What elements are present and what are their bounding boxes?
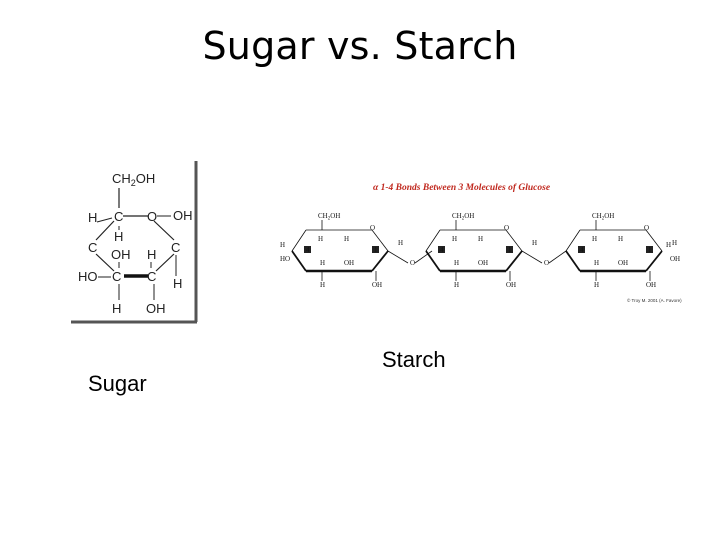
oh-label: OH [670,255,680,263]
ring-oxygen: O [370,224,375,232]
h-label: H [618,235,623,243]
ring-bond [505,229,523,252]
ring-oxygen: O [504,224,509,232]
h-label: H [344,235,349,243]
ring-bond [521,250,543,264]
h-label: H [592,235,597,243]
carbon-1-badge [372,246,379,253]
h-label: H [452,235,457,243]
h-label: H [280,241,285,249]
ring-bond [548,250,567,264]
h-label: H [88,210,97,225]
ch2oh-label: CH2OH [112,171,155,188]
ring-bond [565,229,581,252]
h-label: H [454,259,459,267]
ring-bond [155,253,175,272]
ring-bond [371,250,389,272]
h-label: H [478,235,483,243]
oh-label: OH [618,259,628,267]
ring-bond [565,250,581,272]
carbon-1-badge [646,246,653,253]
h-label: H [398,239,403,247]
oh-label: OH [146,301,166,316]
substituent-bond [96,217,113,223]
sugar-caption: Sugar [88,371,147,396]
ring-carbon: C [88,240,97,255]
ch2oh-label: CH2OH [592,212,614,222]
ring-bond [425,229,441,252]
carbon-1-badge [506,246,513,253]
h-label: H [594,259,599,267]
ring-bond [387,250,409,264]
ring-bond [425,250,441,272]
carbon-4-label: 4 [306,246,310,254]
carbon-1-label: 1 [648,246,652,254]
carbon-1-label: 1 [508,246,512,254]
oh-label: OH [478,259,488,267]
ho-label: HO [78,269,98,284]
ring-bond [371,229,389,252]
ring-carbon: C [171,240,180,255]
ring-bond [291,229,307,252]
ring-bond [645,250,663,272]
ring-bond [414,250,433,264]
carbon-1-label: 1 [374,246,378,254]
starch-heading: α 1-4 Bonds Between 3 Molecules of Gluco… [373,183,551,193]
ring-carbon: C [147,269,156,284]
image-credit: © Troy M. 2001 (A. Favore) [627,297,682,303]
h-label: H [594,281,599,289]
h-label: H [173,276,182,291]
ring-bond [153,220,175,241]
carbon-4-label: 4 [440,246,444,254]
starch-chain-diagram: α 1-4 Bonds Between 3 Molecules of Gluco… [280,183,682,303]
glucose-structure-diagram: CH2OH C O C C C C H H OH OH H H HO H OH [71,161,198,324]
h-label: H [147,247,156,262]
oh-label: OH [111,247,131,262]
ring-bond [645,229,663,252]
ring-bond [95,253,115,272]
h-label: H [318,235,323,243]
slide-title: Sugar vs. Starch [202,24,518,68]
ch2oh-label: CH2OH [452,212,474,222]
glycosidic-oxygen: O [544,259,549,267]
ring-oxygen: O [147,209,157,224]
carbon-4-badge [304,246,311,253]
carbon-4-label: 4 [580,246,584,254]
oh-label: OH [646,281,656,289]
h-label: H [532,239,537,247]
starch-caption: Starch [382,347,446,372]
carbon-4-badge [578,246,585,253]
carbon-4-badge [438,246,445,253]
h-label: H [672,239,677,247]
oh-label: OH [372,281,382,289]
h-label: H [320,281,325,289]
ring-bond [505,250,523,272]
h-label: H [454,281,459,289]
h-label: H [666,241,671,249]
ring-bond [291,250,307,272]
oh-label: OH [506,281,516,289]
ch2oh-label: CH2OH [318,212,340,222]
oh-label: OH [173,208,193,223]
h-label: H [112,301,121,316]
glycosidic-oxygen: O [410,259,415,267]
oh-label: OH [344,259,354,267]
h-label: H [114,229,123,244]
ho-label: HO [280,255,290,263]
h-label: H [320,259,325,267]
ring-bond [95,220,115,241]
ring-carbon: C [112,269,121,284]
ring-carbon: C [114,209,123,224]
ring-oxygen: O [644,224,649,232]
